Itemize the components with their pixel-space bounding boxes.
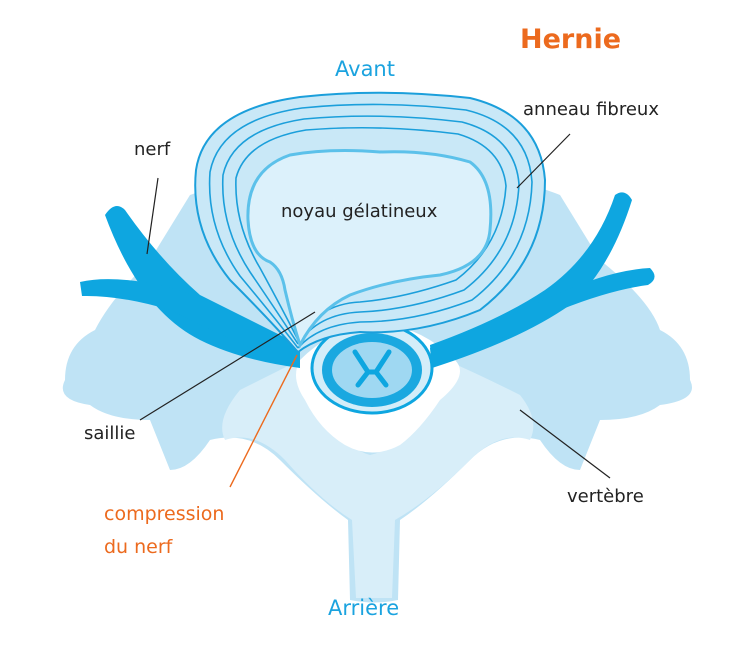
annulus-rings <box>208 103 533 349</box>
leader-compression <box>229 354 298 488</box>
label-nucleus: noyau gélatineux <box>281 201 438 222</box>
label-annulus: anneau fibreux <box>523 99 659 120</box>
lamina-light <box>222 360 534 598</box>
label-compression-2: du nerf <box>104 536 174 558</box>
title: Hernie <box>520 24 621 55</box>
label-vertebra: vertèbre <box>567 486 644 507</box>
leader-annulus <box>516 133 571 189</box>
label-compression-1: compression <box>104 503 224 525</box>
leader-vertebra <box>519 409 611 479</box>
label-front: Avant <box>335 57 395 81</box>
leader-bulge <box>139 311 316 421</box>
leader-nerve <box>146 177 159 255</box>
nucleus-pulposus <box>246 149 493 349</box>
cord-grey-matter <box>352 349 392 388</box>
label-nerve: nerf <box>134 139 171 160</box>
nerve-right <box>430 192 655 368</box>
nerve-left <box>80 206 300 368</box>
label-back: Arrière <box>328 596 399 620</box>
label-bulge: saillie <box>84 423 136 444</box>
